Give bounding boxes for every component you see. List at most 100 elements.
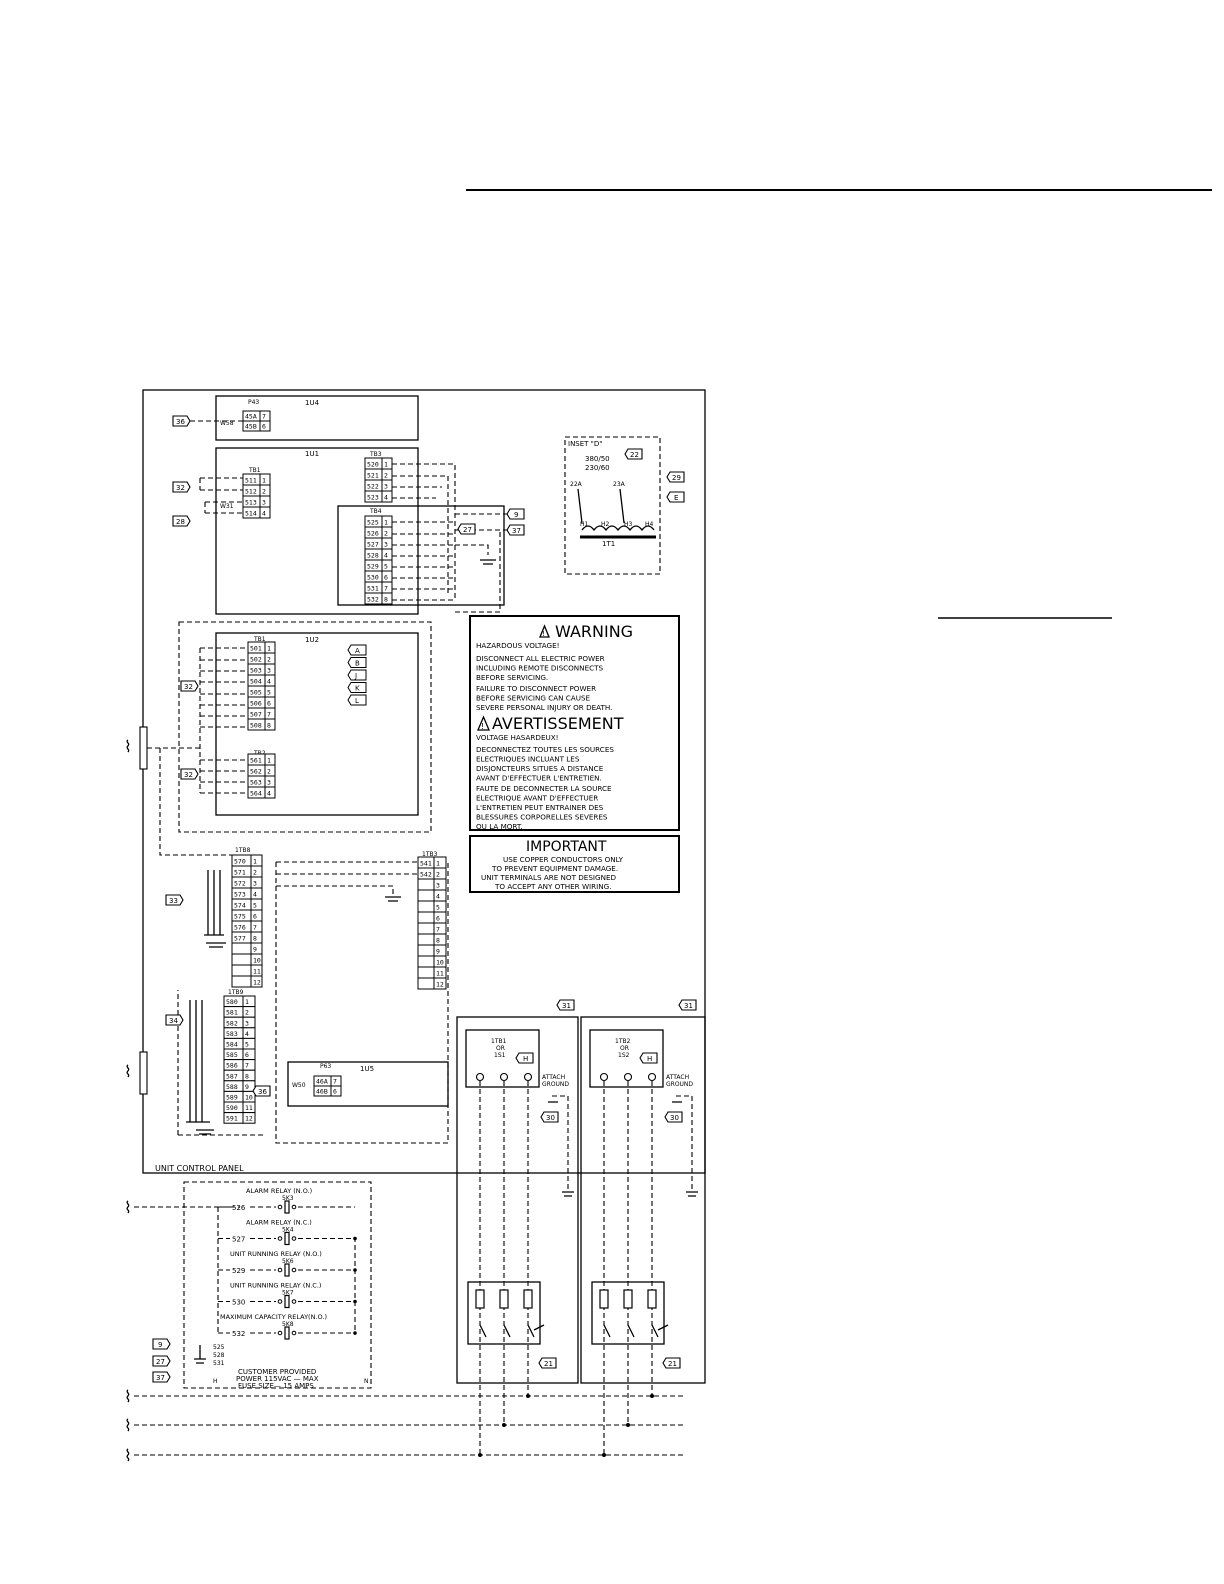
terminal-wire: 580 bbox=[226, 998, 238, 1006]
svg-text:ATTACH: ATTACH bbox=[666, 1074, 689, 1081]
svg-text:A: A bbox=[355, 647, 360, 655]
relay-wire: 532 bbox=[232, 1330, 245, 1338]
svg-text:21: 21 bbox=[668, 1360, 677, 1368]
wire-w58: W58 bbox=[220, 420, 234, 427]
terminal-wire: 564 bbox=[250, 790, 262, 798]
terminal-row: 508 8 bbox=[247, 718, 276, 731]
notice-line: DISCONNECT ALL ELECTRIC POWER bbox=[476, 654, 605, 663]
terminal-number: 8 bbox=[245, 1072, 249, 1080]
terminal-number: 7 bbox=[253, 924, 257, 932]
notice-line: VOLTAGE HASARDEUX! bbox=[476, 733, 559, 742]
notice-line: TO ACCEPT ANY OTHER WIRING. bbox=[494, 882, 612, 891]
relay-wire: 526 bbox=[232, 1204, 246, 1212]
svg-text:22: 22 bbox=[630, 451, 639, 459]
svg-text:32: 32 bbox=[184, 771, 193, 779]
svg-text:30: 30 bbox=[546, 1114, 555, 1122]
terminal-number: 6 bbox=[253, 913, 257, 921]
svg-text:OR: OR bbox=[620, 1045, 629, 1052]
svg-text:1S1: 1S1 bbox=[494, 1052, 506, 1059]
terminal-number: 11 bbox=[253, 968, 261, 976]
terminal-number: 7 bbox=[262, 413, 266, 421]
note-tag-36: 36 bbox=[172, 415, 191, 427]
tb8-name: 1TB8 bbox=[235, 847, 251, 854]
terminal-number: 8 bbox=[267, 722, 271, 730]
terminal-wire: 587 bbox=[226, 1072, 238, 1080]
terminal-wire: 572 bbox=[234, 880, 246, 888]
terminal-number: 4 bbox=[253, 891, 257, 899]
svg-text:37: 37 bbox=[156, 1374, 165, 1382]
note-tag-22: 22 bbox=[624, 448, 643, 460]
svg-text:1TB2: 1TB2 bbox=[615, 1038, 631, 1045]
terminal-wire: 570 bbox=[234, 858, 246, 866]
svg-text:OR: OR bbox=[496, 1045, 505, 1052]
break-mark: ⌇ bbox=[124, 737, 132, 756]
notice-line: BEFORE SERVICING. bbox=[476, 673, 548, 682]
note-tag-h: H bbox=[515, 1052, 534, 1064]
relay-wire: 527 bbox=[232, 1236, 245, 1244]
terminal-number: 11 bbox=[436, 970, 444, 978]
svg-text:29: 29 bbox=[672, 474, 681, 482]
svg-text:31: 31 bbox=[562, 1002, 571, 1010]
svg-text:34: 34 bbox=[169, 1017, 178, 1025]
svg-text:⌇: ⌇ bbox=[124, 1198, 132, 1217]
terminal-number: 3 bbox=[253, 880, 257, 888]
terminal-number: 12 bbox=[436, 981, 444, 989]
svg-text:⌇: ⌇ bbox=[124, 1387, 132, 1406]
terminal-wire: 585 bbox=[226, 1051, 238, 1059]
note-tag-30: 30 bbox=[664, 1111, 683, 1123]
unit-control-panel-label: UNIT CONTROL PANEL bbox=[155, 1164, 244, 1173]
terminal-number: 2 bbox=[253, 869, 257, 877]
terminal-wire: 503 bbox=[250, 667, 262, 675]
wire-w50: W50 bbox=[292, 1082, 306, 1089]
terminal-row: 11 bbox=[231, 964, 263, 977]
terminal-number: 7 bbox=[267, 711, 271, 719]
terminal-wire: 590 bbox=[226, 1104, 238, 1112]
relay-label: ALARM RELAY (N.O.) bbox=[246, 1187, 312, 1195]
terminal-wire: 528 bbox=[367, 552, 379, 560]
svg-text:H2: H2 bbox=[601, 521, 610, 528]
terminal-row: 12 bbox=[417, 977, 447, 990]
svg-text:H: H bbox=[213, 1378, 218, 1385]
svg-text:ATTACH: ATTACH bbox=[542, 1074, 565, 1081]
relay-tag: 5K3 bbox=[282, 1195, 294, 1202]
u1-tb4-area bbox=[337, 505, 505, 606]
terminal-row: 572 3 bbox=[231, 876, 263, 889]
disconnect-area-2 bbox=[580, 1016, 706, 1384]
terminal-wire: 511 bbox=[245, 477, 257, 485]
terminal-number: 1 bbox=[384, 519, 388, 527]
terminal-number: 3 bbox=[262, 499, 266, 507]
relay-wire: 529 bbox=[232, 1267, 245, 1275]
note-tag-29: 29 bbox=[666, 471, 685, 483]
terminal-number: 4 bbox=[262, 510, 266, 518]
terminal-wire: 542 bbox=[420, 871, 432, 879]
warning-triangle-icon: ! bbox=[539, 624, 550, 638]
terminal-wire: 541 bbox=[420, 860, 432, 868]
terminal-wire: 508 bbox=[250, 722, 262, 730]
terminal-number: 5 bbox=[384, 563, 388, 571]
inset-d-wire-22a: 22A bbox=[570, 481, 583, 488]
notice-line: BEFORE SERVICING CAN CAUSE bbox=[476, 694, 591, 703]
conduit-lower bbox=[139, 1051, 148, 1095]
terminal-number: 4 bbox=[267, 790, 271, 798]
terminal-wire: 505 bbox=[250, 689, 262, 697]
terminal-wire: 514 bbox=[245, 510, 257, 518]
terminal-number: 3 bbox=[384, 541, 388, 549]
fused-switch-1 bbox=[467, 1281, 541, 1345]
